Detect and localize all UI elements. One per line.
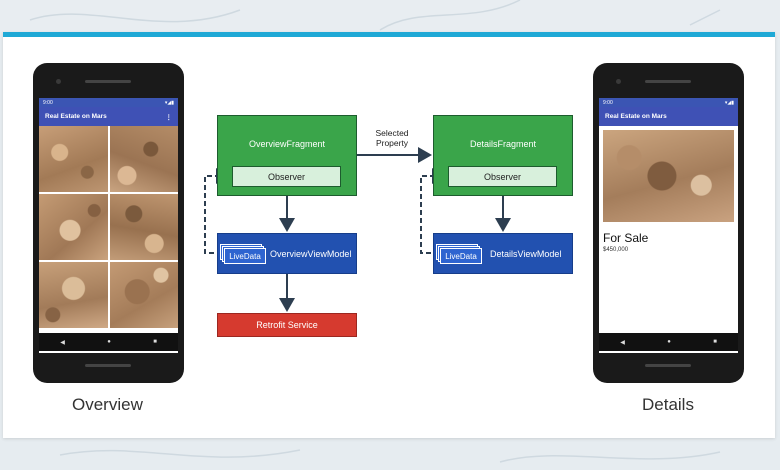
details-caption: Details [642,395,694,414]
status-bar: 9:00 ▾◢▮ [39,98,178,107]
mars-photo-tile[interactable] [109,262,178,328]
home-icon[interactable]: ● [107,339,111,345]
details-fragment-label: DetailsFragment [469,139,537,149]
signal-battery-icon: ▾◢▮ [164,99,174,106]
overview-phone: 9:00 ▾◢▮ Real Estate on Mars ⋮ ◀ ● ■ [33,63,184,383]
camera-icon [56,79,61,84]
price-text: $450,000 [603,247,629,253]
overview-caption: Overview [72,395,143,414]
speaker-grille [645,80,691,83]
speaker-grille [85,80,131,83]
app-bar: Real Estate on Mars [599,107,738,126]
more-vert-icon[interactable]: ⋮ [165,113,173,121]
overview-livedata-badge: LiveData [224,248,266,264]
bottom-speaker [645,364,691,367]
camera-icon [616,79,621,84]
overview-observer-box: Observer [232,166,341,187]
status-time: 9:00 [43,99,53,106]
mars-photo-tile[interactable] [39,126,108,192]
back-icon[interactable]: ◀ [620,339,625,346]
retrofit-service-box: Retrofit Service [217,313,357,337]
status-bar: 9:00 ▾◢▮ [599,98,738,107]
edge-label: Selected Property [366,128,418,148]
details-livedata-badge: LiveData [440,248,482,264]
details-screen: 9:00 ▾◢▮ Real Estate on Mars For Sale $4… [599,98,738,353]
recents-icon[interactable]: ■ [713,339,717,345]
details-observer-box: Observer [448,166,557,187]
bottom-speaker [85,364,131,367]
app-bar: Real Estate on Mars ⋮ [39,107,178,126]
for-sale-heading: For Sale [603,231,649,245]
mars-photo-tile[interactable] [109,126,178,192]
overview-fragment-label: OverviewFragment [248,139,326,149]
signal-battery-icon: ▾◢▮ [724,99,734,106]
system-nav-bar: ◀ ● ■ [39,333,178,351]
overview-screen: 9:00 ▾◢▮ Real Estate on Mars ⋮ [39,98,178,353]
overview-viewmodel-box: OverviewViewModel [217,233,357,274]
photo-grid [39,126,178,328]
details-phone: 9:00 ▾◢▮ Real Estate on Mars For Sale $4… [593,63,744,383]
details-viewmodel-label: DetailsViewModel [490,249,562,259]
recents-icon[interactable]: ■ [153,339,157,345]
background-header [0,0,780,32]
back-icon[interactable]: ◀ [60,339,65,346]
mars-photo-tile[interactable] [109,194,178,260]
overview-viewmodel-label: OverviewViewModel [270,249,352,259]
edge-label-line2: Property [375,138,409,148]
property-photo [603,130,734,222]
mars-photo-tile[interactable] [39,262,108,328]
mars-photo-tile[interactable] [39,194,108,260]
app-title: Real Estate on Mars [45,113,107,120]
app-title: Real Estate on Mars [605,113,667,120]
home-icon[interactable]: ● [667,339,671,345]
edge-label-line1: Selected [375,128,409,138]
status-time: 9:00 [603,99,613,106]
system-nav-bar: ◀ ● ■ [599,333,738,351]
